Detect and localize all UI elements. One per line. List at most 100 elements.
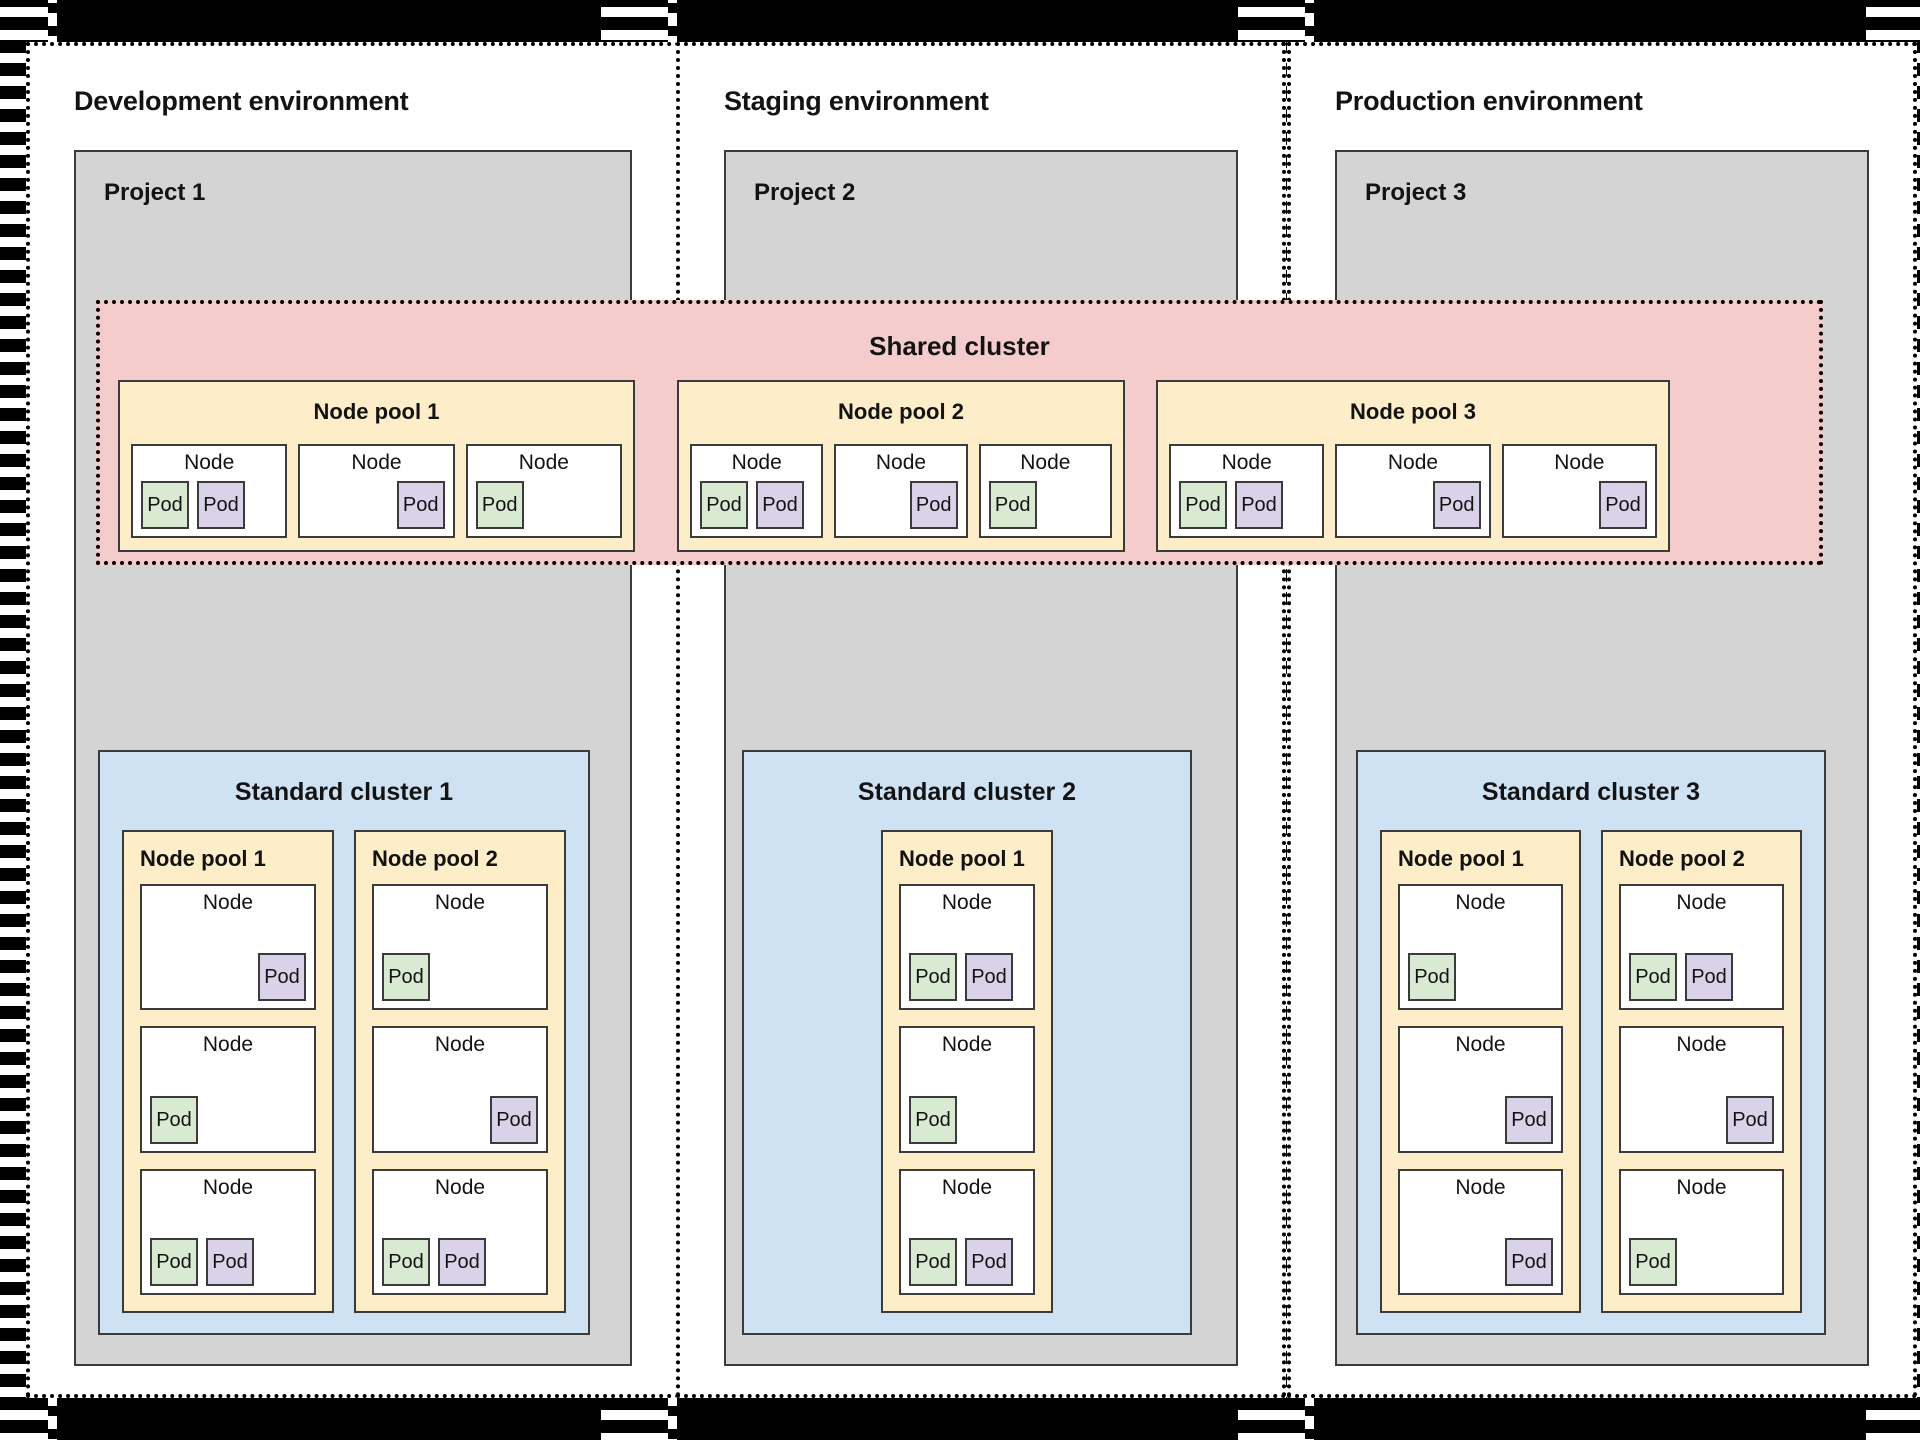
pod-row: Pod (382, 953, 538, 1002)
node-label: Node (1455, 1175, 1506, 1199)
node-label: Node (434, 891, 486, 914)
pod-row: Pod (150, 953, 306, 1002)
pod: Pod (1235, 481, 1283, 529)
node-label: Node (875, 451, 927, 474)
pod: Pod (700, 481, 748, 529)
pod-row: Pod (475, 481, 612, 529)
pod: Pod (1432, 481, 1481, 529)
node-label: Node (1387, 451, 1439, 474)
node-pool-title: Node pool 3 (1350, 399, 1476, 424)
pod-row: Pod (1629, 1095, 1774, 1144)
pod: Pod (150, 1237, 198, 1286)
pod: Pod (756, 481, 804, 529)
pod: Pod (258, 953, 306, 1002)
environment-title: Production environment (1335, 86, 1643, 116)
node-label: Node (202, 1033, 254, 1057)
pod: Pod (438, 1237, 486, 1286)
node-pool-title: Node pool 2 (372, 846, 498, 871)
pod-row: Pod (988, 481, 1102, 529)
node-label: Node (434, 1175, 486, 1199)
pod-row: Pod (1408, 953, 1553, 1002)
pod: Pod (988, 481, 1037, 529)
pod-row: Pod (1408, 1237, 1553, 1286)
pod: Pod (1726, 1095, 1774, 1144)
node-label: Node (731, 451, 782, 474)
pod-row: Pod (1345, 481, 1481, 529)
node-label: Node (1455, 891, 1506, 914)
pod: Pod (909, 481, 958, 529)
pod: Pod (1629, 953, 1677, 1002)
standard-cluster-title: Standard cluster 1 (234, 778, 454, 806)
node-label: Node (184, 451, 235, 474)
pod: Pod (382, 953, 430, 1002)
node-label: Node (1676, 1175, 1727, 1199)
pod: Pod (1505, 1095, 1553, 1144)
node-pool-title: Node pool 2 (838, 399, 964, 424)
pod: Pod (490, 1095, 538, 1144)
pod-row: Pod (308, 481, 445, 529)
pod-row: Pod (1408, 1095, 1553, 1144)
node-label: Node (202, 891, 254, 914)
pod: Pod (1629, 1237, 1677, 1286)
pod-row: Pod (909, 1095, 1025, 1144)
node-label: Node (1554, 451, 1605, 474)
pod: Pod (141, 481, 189, 529)
pod-row: Pod (1629, 1237, 1774, 1286)
standard-cluster-title: Standard cluster 2 (857, 778, 1077, 806)
standard-cluster-title: Standard cluster 3 (1481, 778, 1701, 806)
pod-row: Pod (382, 1095, 538, 1144)
pod-row: Pod (150, 1095, 306, 1144)
node-label: Node (941, 1175, 993, 1199)
pod: Pod (1408, 953, 1456, 1002)
node-pool-title: Node pool 1 (140, 846, 266, 871)
pod: Pod (909, 953, 957, 1002)
pod-row: Pod (1512, 481, 1647, 529)
node-label: Node (1020, 451, 1071, 474)
node-label: Node (434, 1033, 486, 1057)
pod: Pod (909, 1237, 957, 1286)
node-label: Node (351, 451, 402, 474)
pod: Pod (1179, 481, 1227, 529)
pod-row: Pod (844, 481, 958, 529)
pod: Pod (396, 481, 445, 529)
pod: Pod (197, 481, 245, 529)
pod: Pod (1685, 953, 1733, 1002)
